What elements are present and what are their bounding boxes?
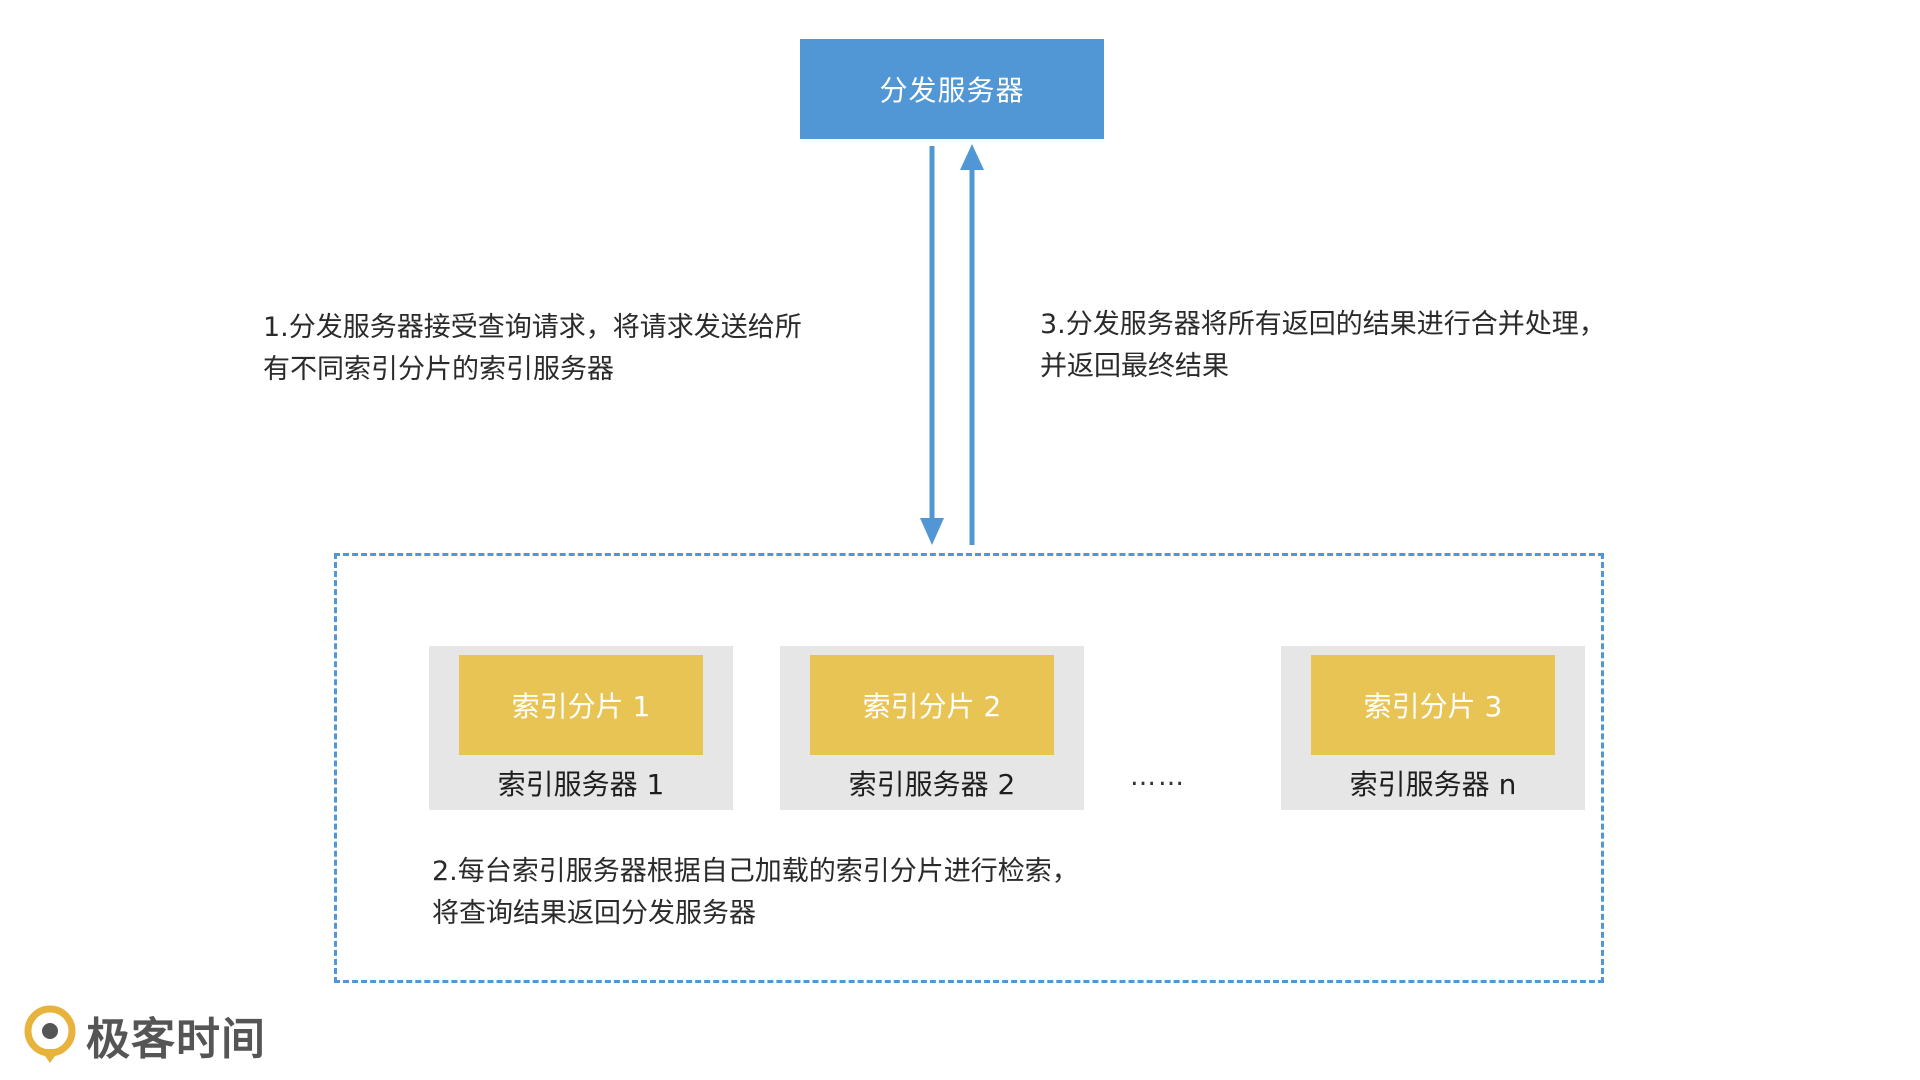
index-shard-label-2: 索引分片 2 xyxy=(862,690,1002,723)
index-server-card-2: 索引分片 2 索引服务器 2 xyxy=(780,646,1084,810)
index-shard-box-1: 索引分片 1 xyxy=(459,655,703,755)
geektime-logo-icon xyxy=(24,1005,76,1063)
step3-line1: 3.分发服务器将所有返回的结果进行合并处理， xyxy=(1040,309,1606,340)
brand-logo: 极客时间 xyxy=(22,1003,266,1067)
index-shard-box-3: 索引分片 3 xyxy=(1311,655,1555,755)
response-up-arrow xyxy=(960,144,984,545)
dispatch-server-box: 分发服务器 xyxy=(800,39,1104,139)
index-shard-box-2: 索引分片 2 xyxy=(810,655,1054,755)
index-server-cluster xyxy=(334,553,1604,983)
step1-line2: 有不同索引分片的索引服务器 xyxy=(263,354,614,385)
request-down-arrow xyxy=(920,146,944,545)
index-server-card-1: 索引分片 1 索引服务器 1 xyxy=(429,646,733,810)
index-shard-label-3: 索引分片 3 xyxy=(1363,690,1503,723)
brand-name: 极客时间 xyxy=(86,1014,266,1065)
index-server-label-n: 索引服务器 n xyxy=(1349,768,1517,801)
index-server-label-2: 索引服务器 2 xyxy=(848,768,1016,801)
step3-description: 3.分发服务器将所有返回的结果进行合并处理， 并返回最终结果 xyxy=(1040,304,1606,388)
step2-line1: 2.每台索引服务器根据自己加载的索引分片进行检索， xyxy=(432,856,1079,887)
dispatch-server-label: 分发服务器 xyxy=(879,74,1025,107)
step1-line1: 1.分发服务器接受查询请求，将请求发送给所 xyxy=(263,312,802,343)
step3-line2: 并返回最终结果 xyxy=(1040,351,1229,382)
index-server-label-1: 索引服务器 1 xyxy=(497,768,665,801)
index-shard-label-1: 索引分片 1 xyxy=(511,690,651,723)
index-server-card-n: 索引分片 3 索引服务器 n xyxy=(1281,646,1585,810)
step2-line2: 将查询结果返回分发服务器 xyxy=(432,898,756,929)
more-servers-ellipsis: …… xyxy=(1130,762,1186,792)
step1-description: 1.分发服务器接受查询请求，将请求发送给所 有不同索引分片的索引服务器 xyxy=(263,307,802,391)
step2-description: 2.每台索引服务器根据自己加载的索引分片进行检索， 将查询结果返回分发服务器 xyxy=(432,851,1079,935)
